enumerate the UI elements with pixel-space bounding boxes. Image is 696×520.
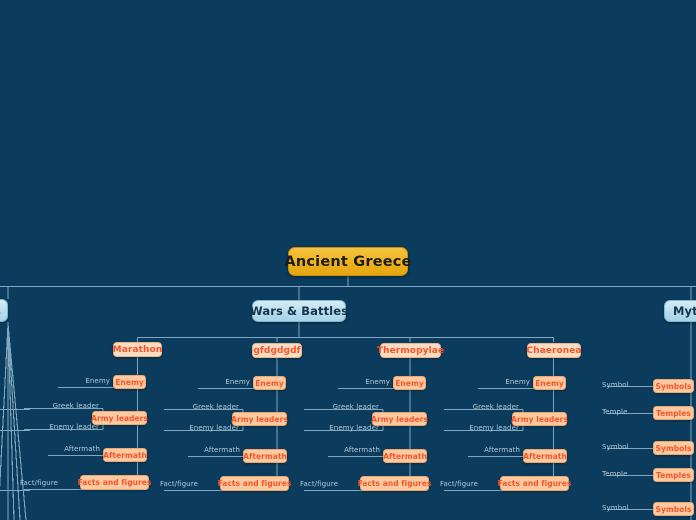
leaf-facts-and-figures[interactable]: Facts and figures xyxy=(497,476,572,491)
leaf-temples[interactable]: Temples xyxy=(653,468,694,482)
leaf-enemy-label: Enemy xyxy=(395,378,424,388)
edge-label-greek-leader: Greek leader xyxy=(332,403,379,411)
edge-label-enemy-leader: Enemy leader xyxy=(49,423,99,431)
node-battle-chaeronea-label: Chaeronea xyxy=(526,345,582,356)
leaf-army-leaders[interactable]: Army leaders xyxy=(231,412,288,426)
leaf-facts-and-figures-label: Facts and figures xyxy=(497,479,572,488)
node-battle-thermopylae[interactable]: Thermopylae xyxy=(376,343,445,358)
node-level2-wars-and-battles[interactable]: Wars & Battles xyxy=(249,300,349,322)
node-battle-thermopylae-label: Thermopylae xyxy=(376,345,445,356)
edge-label-greek-leader: Greek leader xyxy=(52,402,99,410)
leaf-enemy[interactable]: Enemy xyxy=(253,376,286,390)
leaf-enemy-label: Enemy xyxy=(535,378,564,388)
edge-label-fact-figure: Fact/figure xyxy=(300,480,339,488)
edge-label-greek-leader: Greek leader xyxy=(192,403,239,411)
leaf-aftermath-label: Aftermath xyxy=(103,450,147,460)
node-battle-marathon[interactable]: Marathon xyxy=(113,342,162,357)
leaf-army-leaders-label: Army leaders xyxy=(371,414,428,424)
leaf-aftermath[interactable]: Aftermath xyxy=(383,449,427,463)
node-battle-chaeronea[interactable]: Chaeronea xyxy=(526,343,582,358)
leaf-aftermath-label: Aftermath xyxy=(523,451,567,461)
leaf-enemy-label: Enemy xyxy=(115,377,144,387)
leaf-symbols[interactable]: Symbols xyxy=(653,441,694,455)
node-battle-gfdgdgdf[interactable]: gfdgdgdf xyxy=(252,343,302,358)
node-root-ancient-greece[interactable]: Ancient Greece xyxy=(284,247,411,276)
leaf-symbols-label: Symbols xyxy=(655,381,692,391)
leaf-temples[interactable]: Temples xyxy=(653,406,694,420)
leaf-symbols[interactable]: Symbols xyxy=(653,502,694,516)
leaf-facts-and-figures-label: Facts and figures xyxy=(77,478,152,487)
leaf-symbols-label: Symbols xyxy=(655,504,692,514)
leaf-facts-and-figures[interactable]: Facts and figures xyxy=(357,476,432,491)
edge-label-enemy-leader: Enemy leader xyxy=(329,424,379,432)
leaf-temples-label: Temples xyxy=(656,408,691,418)
leaf-aftermath-label: Aftermath xyxy=(243,451,287,461)
edge-label-aftermath: Aftermath xyxy=(344,446,380,454)
leaf-facts-and-figures[interactable]: Facts and figures xyxy=(77,475,152,490)
leaf-aftermath-label: Aftermath xyxy=(383,451,427,461)
node-level2-wars-and-battles-label: Wars & Battles xyxy=(249,304,349,318)
leaf-aftermath[interactable]: Aftermath xyxy=(523,449,567,463)
edge-label-fact-figure: Fact/figure xyxy=(20,479,59,487)
leaf-army-leaders[interactable]: Army leaders xyxy=(511,412,568,426)
leaf-army-leaders[interactable]: Army leaders xyxy=(371,412,428,426)
edge-label-enemy: Enemy xyxy=(365,378,390,386)
leaf-symbols-label: Symbols xyxy=(655,443,692,453)
leaf-enemy[interactable]: Enemy xyxy=(113,375,146,389)
edge-label-aftermath: Aftermath xyxy=(204,446,240,454)
edge-label-fact-figure: Fact/figure xyxy=(160,480,199,488)
edge-label-temple: Temple xyxy=(602,408,628,416)
edge-label-enemy-leader: Enemy leader xyxy=(189,424,239,432)
leaf-army-leaders-label: Army leaders xyxy=(91,413,148,423)
node-level2-clipped-left-label: s xyxy=(0,304,1,318)
leaf-aftermath[interactable]: Aftermath xyxy=(103,448,147,462)
edge-label-aftermath: Aftermath xyxy=(64,445,100,453)
leaf-army-leaders-label: Army leaders xyxy=(231,414,288,424)
leaf-facts-and-figures[interactable]: Facts and figures xyxy=(217,476,292,491)
leaf-enemy[interactable]: Enemy xyxy=(393,376,426,390)
leaf-army-leaders[interactable]: Army leaders xyxy=(91,411,148,425)
leaf-temples-label: Temples xyxy=(656,470,691,480)
node-battle-marathon-label: Marathon xyxy=(112,344,163,355)
leaf-symbols[interactable]: Symbols xyxy=(653,379,694,393)
node-root-label: Ancient Greece xyxy=(284,253,412,270)
edge-label-enemy: Enemy xyxy=(225,378,250,386)
leaf-army-leaders-label: Army leaders xyxy=(511,414,568,424)
node-battle-gfdgdgdf-label: gfdgdgdf xyxy=(253,345,301,356)
leaf-facts-and-figures-label: Facts and figures xyxy=(357,479,432,488)
edge-label-symbol: Symbol xyxy=(602,443,629,451)
leaf-enemy[interactable]: Enemy xyxy=(533,376,566,390)
leaf-aftermath[interactable]: Aftermath xyxy=(243,449,287,463)
edge-label-enemy: Enemy xyxy=(85,377,110,385)
node-level2-clipped-left[interactable]: s xyxy=(0,299,8,322)
edge-label-enemy-leader: Enemy leader xyxy=(469,424,519,432)
node-level2-mythology-label: Mytho xyxy=(673,304,696,318)
leaf-facts-and-figures-label: Facts and figures xyxy=(217,479,292,488)
edge-label-greek-leader: Greek leader xyxy=(472,403,519,411)
edge-label-enemy: Enemy xyxy=(505,378,530,386)
edge-label-aftermath: Aftermath xyxy=(484,446,520,454)
leaf-enemy-label: Enemy xyxy=(255,378,284,388)
edge-label-fact-figure: Fact/figure xyxy=(440,480,479,488)
edge-label-symbol: Symbol xyxy=(602,381,629,389)
node-level2-mythology[interactable]: Mytho xyxy=(664,300,696,322)
edge-label-symbol: Symbol xyxy=(602,504,629,512)
edge-label-temple: Temple xyxy=(602,470,628,478)
